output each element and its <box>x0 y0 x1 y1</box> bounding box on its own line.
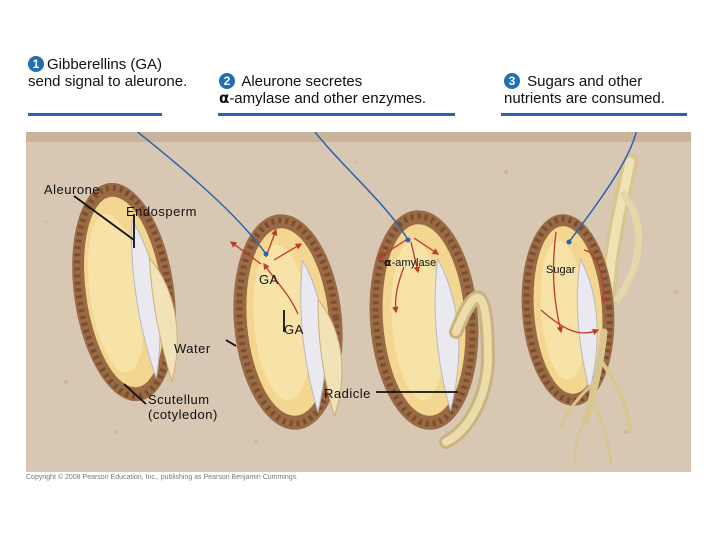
label-sugar: Sugar <box>546 264 576 276</box>
step-2-alpha-symbol: α <box>219 89 230 107</box>
step-2-badge: 2 <box>219 73 235 89</box>
label-aleurone: Aleurone <box>44 182 101 197</box>
step-1-underline <box>28 113 162 116</box>
label-water: Water <box>174 341 211 356</box>
seed-2 <box>233 214 343 430</box>
seed-1 <box>72 182 178 402</box>
label-endosperm: Endosperm <box>126 204 197 219</box>
leader-lines <box>136 132 638 255</box>
label-ga-lower: GA <box>284 322 304 337</box>
copyright-notice: Copyright © 2008 Pearson Education, Inc.… <box>26 474 299 481</box>
step-2-text-line1: Aleurone secretes <box>241 73 363 90</box>
roots <box>559 328 633 468</box>
alpha-amylase-text: -amylase <box>391 257 437 269</box>
step-2-underline <box>218 113 455 116</box>
alpha-symbol: α <box>384 256 392 269</box>
step-3-text: Sugars and other nutrients are consumed. <box>504 73 665 107</box>
seed-4 <box>521 214 615 406</box>
step-3-underline <box>501 113 687 116</box>
step-2-text-line2: -amylase and other enzymes. <box>229 90 427 107</box>
seed-3 <box>369 210 479 430</box>
label-radicle: Radicle <box>324 386 371 401</box>
label-scutellum: Scutellum (cotyledon) <box>148 392 218 422</box>
label-alpha-amylase: α-amylase <box>384 256 436 269</box>
step-3: 3 Sugars and other nutrients are consume… <box>504 73 699 107</box>
step-3-badge: 3 <box>504 73 520 89</box>
step-1-badge: 1 <box>28 56 44 72</box>
label-ga-upper: GA <box>259 272 279 287</box>
step-1-text: Gibberellins (GA) send signal to aleuron… <box>28 56 188 90</box>
germination-illustration <box>26 132 691 472</box>
step-2: 2 Aleurone secretes α-amylase and other … <box>219 73 469 107</box>
